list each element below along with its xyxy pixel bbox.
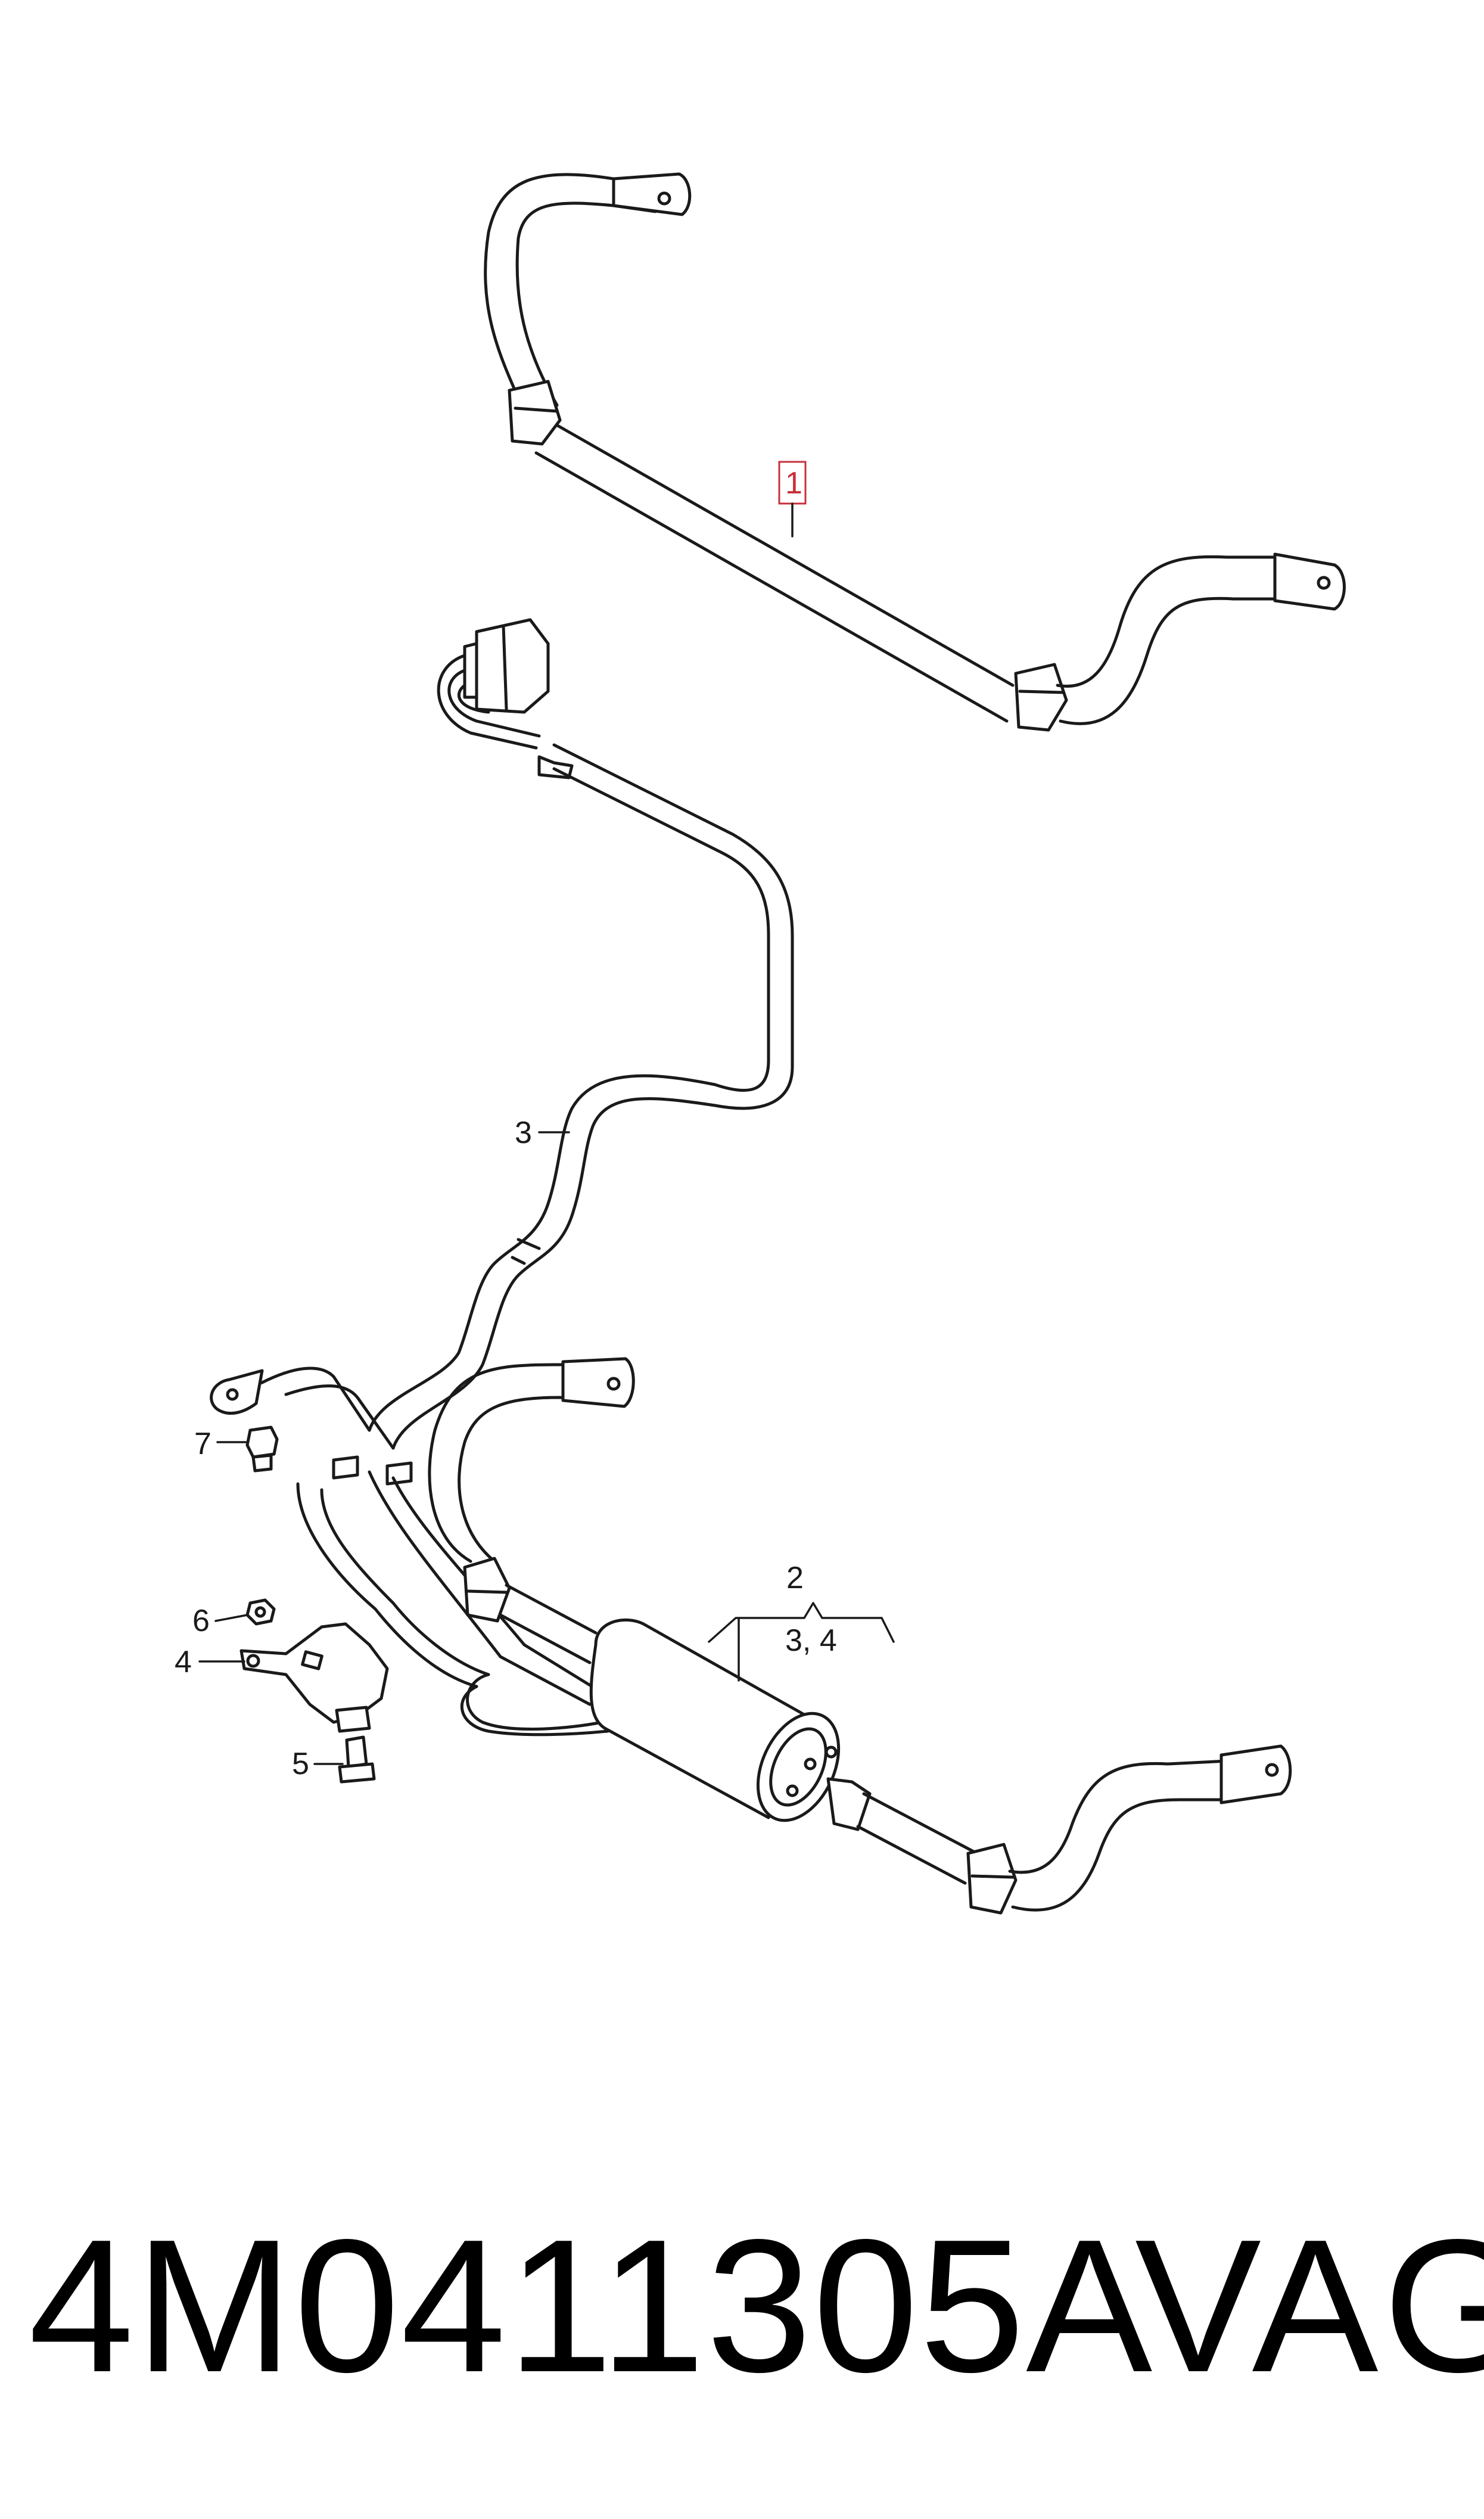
callout-7-label: 7: [194, 1427, 211, 1461]
callout-3-4-label: 3, 4: [785, 1623, 837, 1658]
wiring-harness: [210, 618, 794, 1737]
callout-6[interactable]: 6: [192, 1604, 248, 1638]
bolt: [338, 1735, 376, 1784]
callout-3-label: 3: [515, 1116, 532, 1150]
callout-1[interactable]: 1: [778, 461, 807, 538]
callout-2-label: 2: [786, 1561, 804, 1595]
callout-3[interactable]: 3: [515, 1116, 570, 1150]
callout-5[interactable]: 5: [292, 1747, 344, 1781]
sensor-bracket: [239, 1622, 389, 1733]
callout-3-4[interactable]: 3, 4: [785, 1623, 837, 1658]
grommet: [245, 1425, 279, 1473]
nut: [245, 1598, 276, 1626]
callout-7[interactable]: 7: [194, 1427, 248, 1461]
callout-5-label: 5: [292, 1747, 309, 1781]
callout-4-label: 4: [175, 1645, 192, 1679]
callout-4[interactable]: 4: [175, 1645, 245, 1679]
footer: 4M0411305A VAG: [0, 2205, 1484, 2408]
callout-1-label: 1: [785, 466, 802, 501]
part-number: 4M0411305A: [29, 2200, 1154, 2412]
stabilizer-bar-upper: [484, 172, 1346, 732]
callout-6-label: 6: [192, 1604, 210, 1638]
callout-2[interactable]: 2: [708, 1561, 895, 1682]
brand-label: VAG: [1135, 2200, 1484, 2412]
stabilizer-bar-lower: [428, 1357, 1292, 1915]
